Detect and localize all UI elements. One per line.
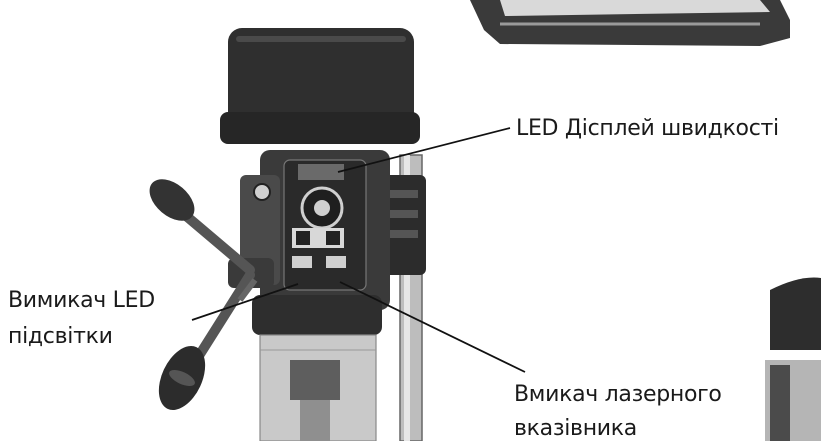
second-machine-partial [765,277,821,441]
laser-switch [326,256,346,268]
off-button [326,231,340,245]
label-laser-switch-line2: вказівника [514,416,637,441]
feed-handles [149,179,274,410]
table-base-partial [470,0,790,46]
leader-led-switch [191,283,299,321]
motor-cover [220,28,420,144]
label-led-switch-line1: Вимикач LED [8,288,155,313]
leader-laser-switch [339,281,526,373]
label-laser-switch-line1: Вмикач лазерного [514,382,722,407]
on-button [296,231,310,245]
led-switch [292,256,312,268]
leader-led-display [337,127,511,173]
label-led-switch-line2: підсвітки [8,324,113,349]
spindle-housing [252,295,382,441]
label-led-display: LED Дісплей швидкості [516,116,779,141]
control-panel [283,159,367,291]
leader-lines [191,127,526,373]
